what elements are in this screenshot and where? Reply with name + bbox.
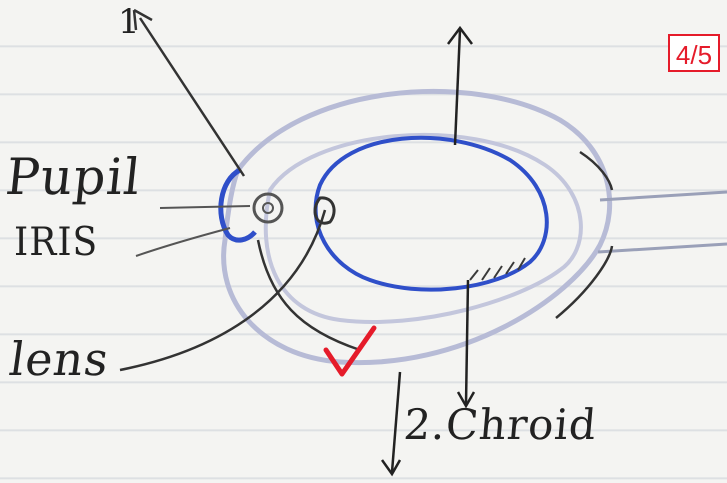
outer-eyeball-outline (224, 91, 610, 362)
down-arrow-line-left (392, 372, 400, 472)
lens-leader-curve-b (120, 210, 325, 370)
inner-chamber-blue (316, 138, 547, 290)
leader-line-iris (136, 228, 230, 256)
inner-layer-outline (266, 135, 581, 322)
iris-label: IRIS (14, 220, 98, 265)
leader-line-top-label (140, 18, 244, 176)
score-badge: 4/5 (668, 34, 720, 72)
down-arrowhead-left (382, 460, 400, 474)
optic-nerve-line-top (600, 192, 727, 200)
pupil-label: Pupil (3, 148, 144, 206)
lens-label: lens (6, 332, 113, 386)
lens-leader-curve-a (258, 240, 360, 350)
choroid-label: 2.Chroid (402, 400, 599, 449)
down-arrow-line-right (466, 280, 468, 404)
top-label-number: 1 (118, 2, 141, 42)
leader-line-pupil (160, 206, 250, 208)
optic-nerve-line-bottom (598, 244, 727, 252)
grading-check-mark (326, 328, 374, 374)
right-leader-lower (556, 246, 612, 318)
upward-arrow-line (455, 30, 460, 145)
